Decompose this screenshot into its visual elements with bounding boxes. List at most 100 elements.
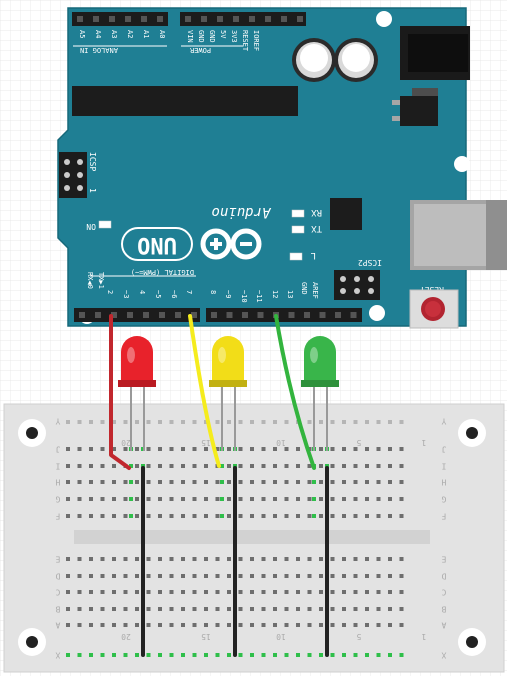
breadboard-hole (353, 447, 358, 451)
row-letter: A (441, 621, 446, 630)
mounting-hole (376, 11, 392, 27)
breadboard-hole (250, 480, 254, 484)
breadboard-hole (100, 607, 105, 611)
breadboard-hole (89, 480, 93, 484)
breadboard-hole (135, 497, 139, 501)
header-pin (304, 312, 310, 318)
analog-header (72, 12, 168, 26)
reset-button[interactable] (409, 289, 459, 329)
breadboard-hole (330, 623, 335, 627)
breadboard-hole (158, 590, 162, 594)
breadboard-hole (146, 480, 151, 484)
breadboard-hole (261, 574, 266, 578)
rail-hole (146, 653, 151, 657)
breadboard-hole (399, 447, 404, 451)
uno-logo-text: UNO (137, 232, 177, 257)
analog-pin-label: A3 (110, 30, 118, 38)
header-pin (350, 312, 357, 318)
rail-hole (319, 653, 323, 657)
power-pin-label: GND (197, 30, 205, 43)
breadboard-hole (399, 557, 404, 561)
row-letter: C (55, 588, 60, 597)
uno-logo: UNO (121, 227, 193, 261)
breadboard-hole (215, 557, 220, 561)
digital-pin-label: ~10 (240, 290, 248, 303)
breadboard-hole (319, 607, 323, 611)
rail-hole (112, 420, 116, 424)
breadboard-hole (250, 590, 254, 594)
breadboard-hole (296, 557, 300, 561)
rail-hole (250, 420, 254, 424)
row-letter: B (441, 605, 446, 614)
breadboard-hole (273, 607, 277, 611)
breadboard-hole (376, 623, 381, 627)
icsp2-pin (368, 276, 374, 282)
breadboard-hole (376, 514, 381, 518)
breadboard-hole (284, 514, 289, 518)
column-number: 1 (421, 632, 426, 641)
row-letter: Y (55, 417, 60, 426)
breadboard-hole (330, 497, 335, 501)
l-label: L (311, 250, 316, 260)
digital-pin-label: 4 (138, 290, 146, 294)
breadboard-hole (215, 514, 220, 518)
breadboard-hole (100, 574, 105, 578)
rail-hole (192, 653, 197, 657)
rail-hole (227, 653, 231, 657)
breadboard-hole (296, 497, 300, 501)
breadboard-hole-active (129, 480, 133, 484)
breadboard-hole (123, 623, 128, 627)
row-letter: D (441, 572, 446, 581)
header-pin (109, 16, 115, 22)
rail-hole (365, 653, 369, 657)
breadboard-hole (388, 497, 392, 501)
breadboard-hole (89, 514, 93, 518)
breadboard-hole (89, 574, 93, 578)
breadboard-mount-hole-inner (26, 427, 38, 439)
breadboard-hole (273, 447, 277, 451)
breadboard-hole (181, 480, 185, 484)
breadboard-hole (273, 464, 277, 468)
breadboard-hole (89, 464, 93, 468)
breadboard-hole (204, 623, 208, 627)
rail-hole (284, 653, 289, 657)
breadboard-hole (238, 514, 243, 518)
breadboard-hole (215, 497, 220, 501)
breadboard-hole (89, 557, 93, 561)
icsp-pin (64, 159, 70, 165)
breadboard-hole (192, 480, 197, 484)
digital-header-high (206, 308, 362, 322)
rail-hole (77, 420, 82, 424)
breadboard-hole (66, 623, 70, 627)
row-letter: H (55, 478, 60, 487)
rail-hole (66, 653, 70, 657)
row-letter: E (55, 555, 60, 564)
breadboard-hole (399, 574, 404, 578)
rail-hole (123, 653, 128, 657)
breadboard-hole (66, 574, 70, 578)
analog-pin-label: A4 (94, 30, 102, 38)
breadboard-hole (353, 607, 358, 611)
mounting-hole (369, 305, 385, 321)
breadboard-hole (123, 480, 128, 484)
rail-hole (135, 420, 139, 424)
breadboard-hole (169, 497, 174, 501)
breadboard-hole (319, 557, 323, 561)
breadboard-hole (342, 590, 346, 594)
mounting-hole (454, 156, 470, 172)
rx-led (291, 209, 305, 218)
breadboard-hole (353, 590, 358, 594)
breadboard-hole (365, 497, 369, 501)
breadboard-hole (296, 607, 300, 611)
breadboard-hole (135, 464, 139, 468)
breadboard-hole (388, 623, 392, 627)
header-pin (319, 312, 326, 318)
breadboard-hole (284, 607, 289, 611)
row-letter: J (442, 445, 447, 454)
rail-hole (204, 653, 208, 657)
breadboard-hole (284, 557, 289, 561)
breadboard-hole (204, 607, 208, 611)
icsp2-pin (368, 288, 374, 294)
